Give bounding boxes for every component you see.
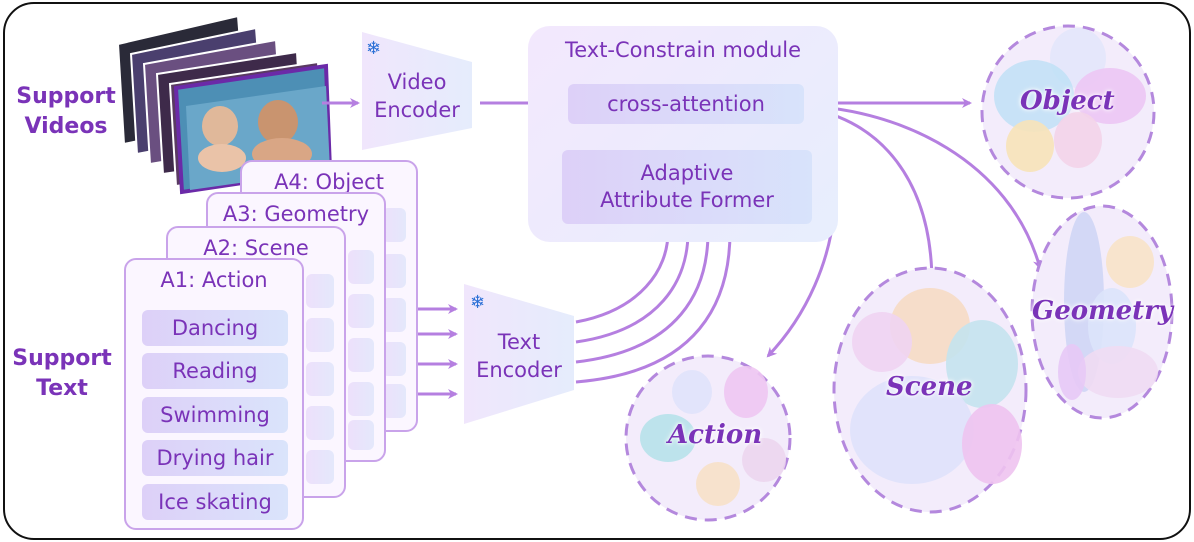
attribute-card-title: A1: Action — [160, 268, 268, 292]
video-encoder-label: Video Encoder — [362, 68, 472, 124]
card-slot — [306, 406, 334, 440]
action-cluster — [624, 354, 792, 522]
former-line1: Adaptive — [640, 161, 734, 185]
card-slot — [306, 274, 334, 308]
support-video-frames — [116, 14, 333, 195]
text-encoder-shape — [464, 284, 574, 424]
card-slot — [348, 250, 374, 284]
text-constrain-module: Text-Constrain module cross-attention Ad… — [528, 26, 838, 242]
card-slot — [306, 362, 334, 396]
support-videos-line2: Videos — [24, 114, 108, 139]
video-encoder-line1: Video — [387, 70, 447, 94]
card-slot — [382, 342, 406, 376]
card-slot — [348, 294, 374, 328]
scene-cluster — [832, 266, 1028, 514]
card-slot — [382, 254, 406, 288]
scene-cluster-label: Scene — [886, 372, 973, 402]
snowflake-icon: ❄ — [366, 38, 382, 59]
support-videos-label: Support Videos — [14, 82, 118, 142]
list-item: Swimming — [142, 397, 288, 433]
cross-attention-block: cross-attention — [568, 84, 804, 124]
text-encoder-label: Text Encoder — [464, 328, 574, 384]
attribute-card-title: A4: Object — [274, 170, 384, 194]
attribute-card-action: A1: Action Dancing Reading Swimming Dryi… — [124, 258, 304, 530]
support-text-line2: Text — [36, 376, 88, 401]
object-cluster-label: Object — [1020, 86, 1115, 116]
card-slot — [348, 420, 374, 450]
snowflake-icon: ❄ — [470, 292, 486, 313]
former-line2: Attribute Former — [600, 188, 774, 212]
action-cluster-label: Action — [668, 420, 763, 450]
card-slot — [306, 318, 334, 352]
video-encoder-line2: Encoder — [374, 98, 460, 122]
object-cluster — [980, 24, 1156, 200]
list-item: Dancing — [142, 310, 288, 346]
adaptive-attribute-former-block: Adaptive Attribute Former — [562, 150, 812, 224]
card-slot — [382, 208, 406, 242]
geometry-cluster-label: Geometry — [1032, 296, 1173, 326]
geometry-cluster — [1030, 204, 1174, 420]
text-encoder-line1: Text — [497, 330, 541, 354]
attribute-card-title: A3: Geometry — [222, 202, 370, 226]
card-slot — [382, 298, 406, 332]
video-encoder-shape — [362, 32, 472, 150]
card-slot — [382, 384, 406, 418]
list-item: Ice skating — [142, 484, 288, 520]
support-videos-line1: Support — [16, 84, 116, 109]
support-text-line1: Support — [12, 346, 112, 371]
card-slot — [348, 382, 374, 416]
list-item: Drying hair — [142, 440, 288, 476]
card-slot — [306, 450, 334, 484]
attribute-card-title: A2: Scene — [203, 236, 309, 260]
card-slot — [348, 338, 374, 372]
module-title: Text-Constrain module — [564, 38, 802, 62]
list-item: Reading — [142, 353, 288, 389]
text-encoder-line2: Encoder — [476, 358, 562, 382]
support-text-label: Support Text — [12, 344, 112, 404]
